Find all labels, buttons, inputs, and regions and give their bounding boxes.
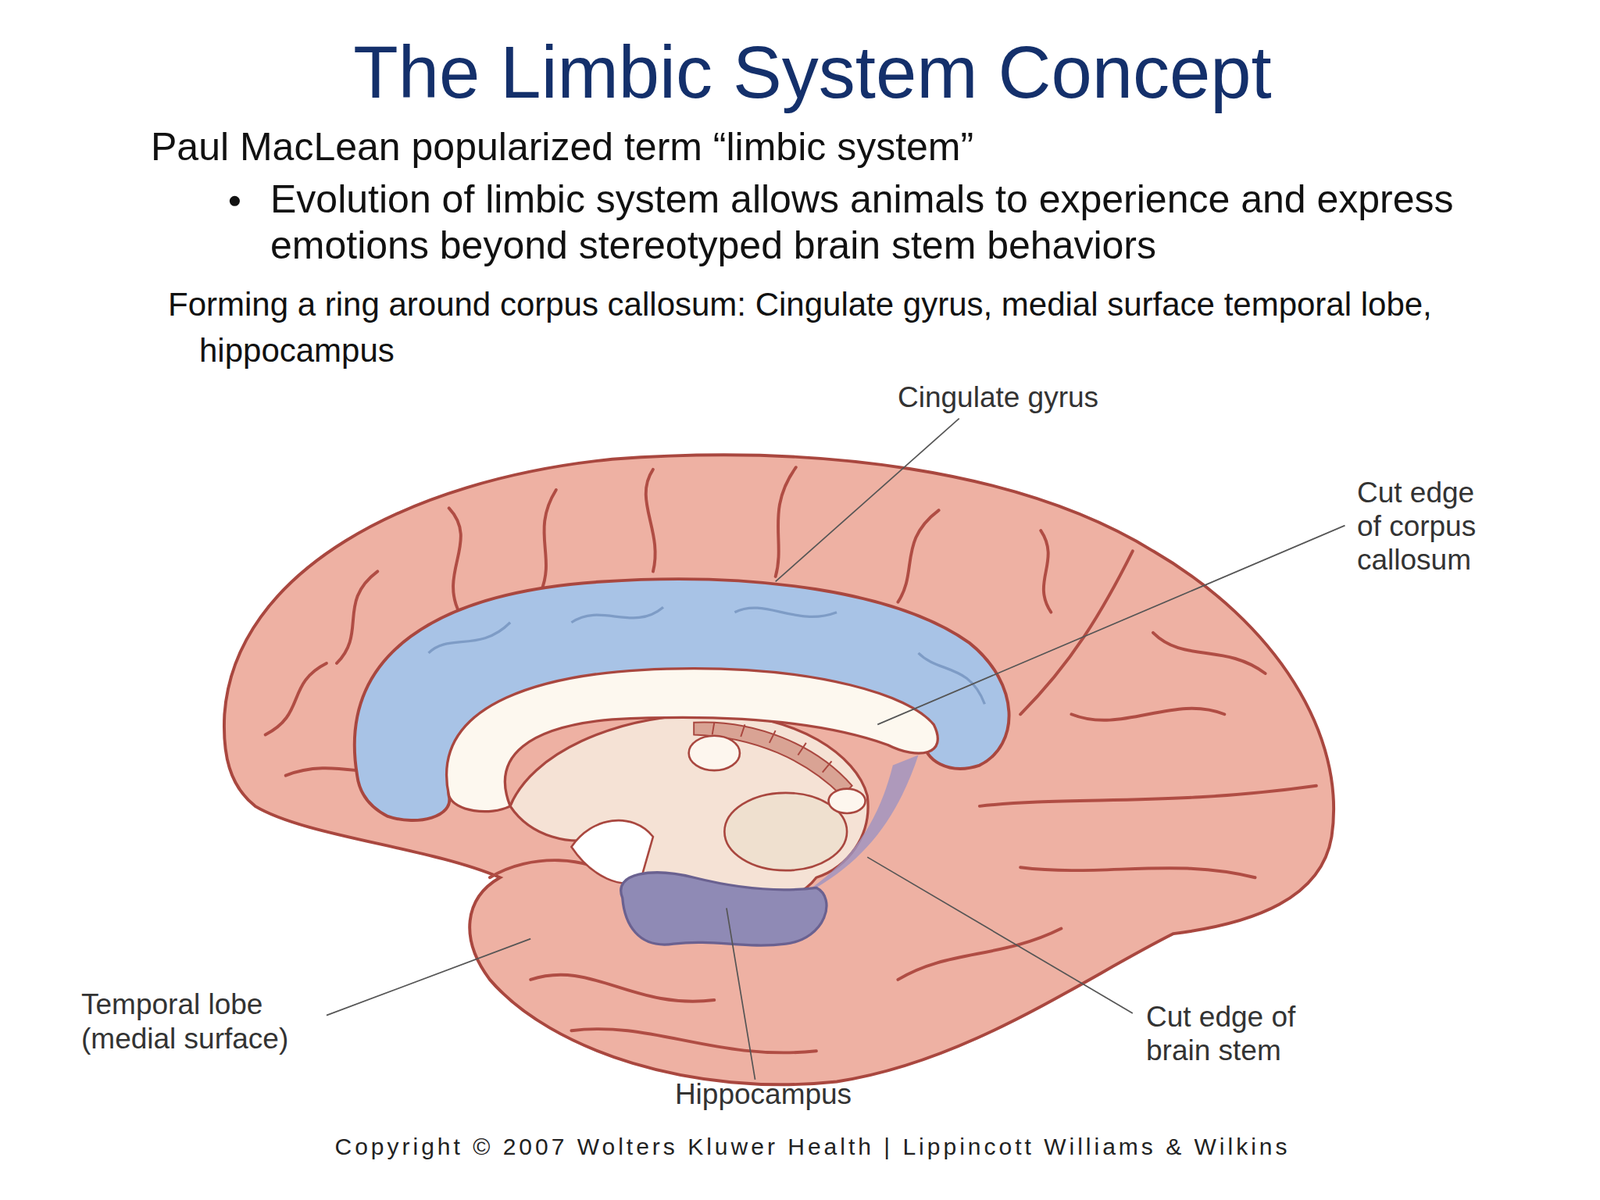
fold-line	[734, 607, 837, 617]
bullet-dot	[229, 196, 240, 207]
part-label: Cut edge of corpus callosum	[1357, 475, 1502, 577]
slide-title: The Limbic System Concept	[31, 29, 1594, 116]
leader-lines	[326, 418, 1346, 1080]
part-label: Hippocampus	[661, 1077, 865, 1112]
sulcus	[1040, 530, 1051, 612]
corpus-callosum	[446, 668, 939, 812]
sulcus	[571, 1028, 816, 1053]
stripe	[740, 724, 745, 737]
brain-outline	[224, 454, 1334, 1085]
part-label: Cingulate gyrus	[897, 380, 1211, 415]
brainstem-cut	[828, 789, 866, 814]
fold-line	[918, 653, 986, 704]
copyright-notice: Copyright © 2007 Wolters Kluwer Health |…	[31, 1131, 1594, 1163]
leader-line	[726, 907, 756, 1079]
leader-line	[877, 525, 1345, 725]
body-text: Paul MacLean popularized term “limbic sy…	[150, 123, 1542, 171]
body-text: Forming a ring around corpus callosum: C…	[167, 281, 1450, 374]
sulcus	[897, 510, 939, 603]
part-label: Cut edge of brain stem	[1146, 1000, 1326, 1068]
stripe	[712, 722, 715, 736]
interthalamic-adhesion	[689, 735, 740, 771]
sulcus	[897, 928, 1061, 980]
leader-line	[775, 418, 960, 583]
sulcus	[1020, 867, 1255, 878]
sulcus	[1071, 708, 1225, 721]
stripe	[822, 760, 833, 772]
sulcus	[449, 507, 461, 612]
sulci	[265, 467, 1317, 1053]
sulcus	[1153, 632, 1266, 674]
sulcus	[530, 975, 715, 1002]
sulcus	[336, 571, 378, 664]
sulcus	[979, 785, 1317, 807]
sulcus	[265, 663, 327, 735]
diencephalon	[510, 714, 868, 902]
hippocampus	[621, 872, 827, 946]
bullet-text: Evolution of limbic system allows animal…	[270, 176, 1505, 269]
sulcus	[775, 467, 797, 577]
sulcus	[1020, 550, 1133, 715]
sulcus	[540, 489, 557, 593]
stripe	[797, 742, 806, 756]
leader-line	[326, 939, 531, 1016]
sulcus	[646, 469, 656, 572]
fold-line	[571, 607, 664, 623]
leader-line	[867, 857, 1133, 1014]
stripe	[769, 730, 776, 743]
part-label: Temporal lobe (medial surface)	[81, 987, 347, 1057]
fold-line	[428, 622, 511, 654]
